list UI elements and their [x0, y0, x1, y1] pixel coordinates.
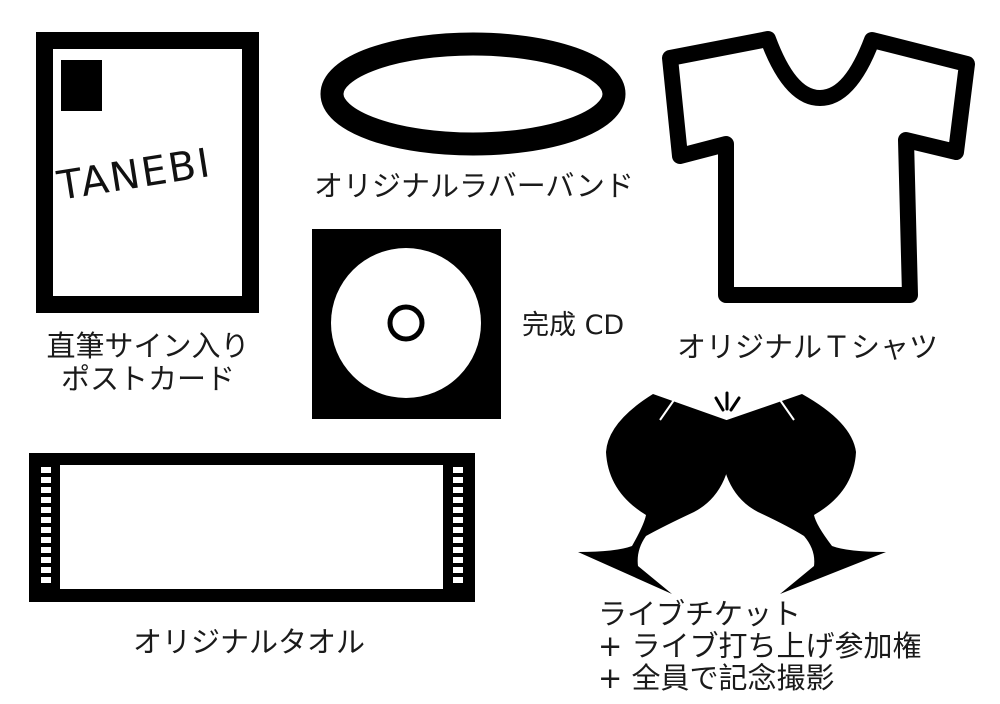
live-ticket-item [576, 390, 888, 595]
cd-item [312, 229, 501, 419]
tshirt-item [658, 30, 978, 308]
postcard-item: TANEBI [36, 32, 259, 313]
cd-icon [312, 229, 501, 419]
toasting-glasses-icon [578, 391, 886, 594]
tshirt-label: オリジナルＴシャツ [677, 330, 939, 364]
live-ticket-label: ライブチケット + ライブ打ち上げ参加権 + 全員で記念撮影 [598, 598, 922, 694]
rubber-band-item [318, 32, 628, 156]
towel-item [29, 453, 475, 602]
live-ticket-label-line-3: + 全員で記念撮影 [598, 661, 835, 695]
tshirt-icon [662, 31, 975, 303]
towel-icon [29, 453, 475, 602]
towel-label: オリジナルタオル [132, 625, 365, 659]
postcard-label-line-2: ポストカード [60, 362, 235, 396]
live-ticket-label-line-2: + ライブ打ち上げ参加権 [598, 629, 922, 663]
postcard-label-line-1: 直筆サイン入り [46, 329, 250, 363]
postcard-label: 直筆サイン入り ポストカード [28, 330, 268, 396]
rubber-band-label: オリジナルラバーバンド [314, 169, 634, 203]
postcard-icon [36, 32, 259, 313]
rubber-band-icon [320, 32, 626, 156]
cd-label: 完成 CD [522, 310, 625, 341]
live-ticket-label-line-1: ライブチケット [598, 597, 802, 631]
